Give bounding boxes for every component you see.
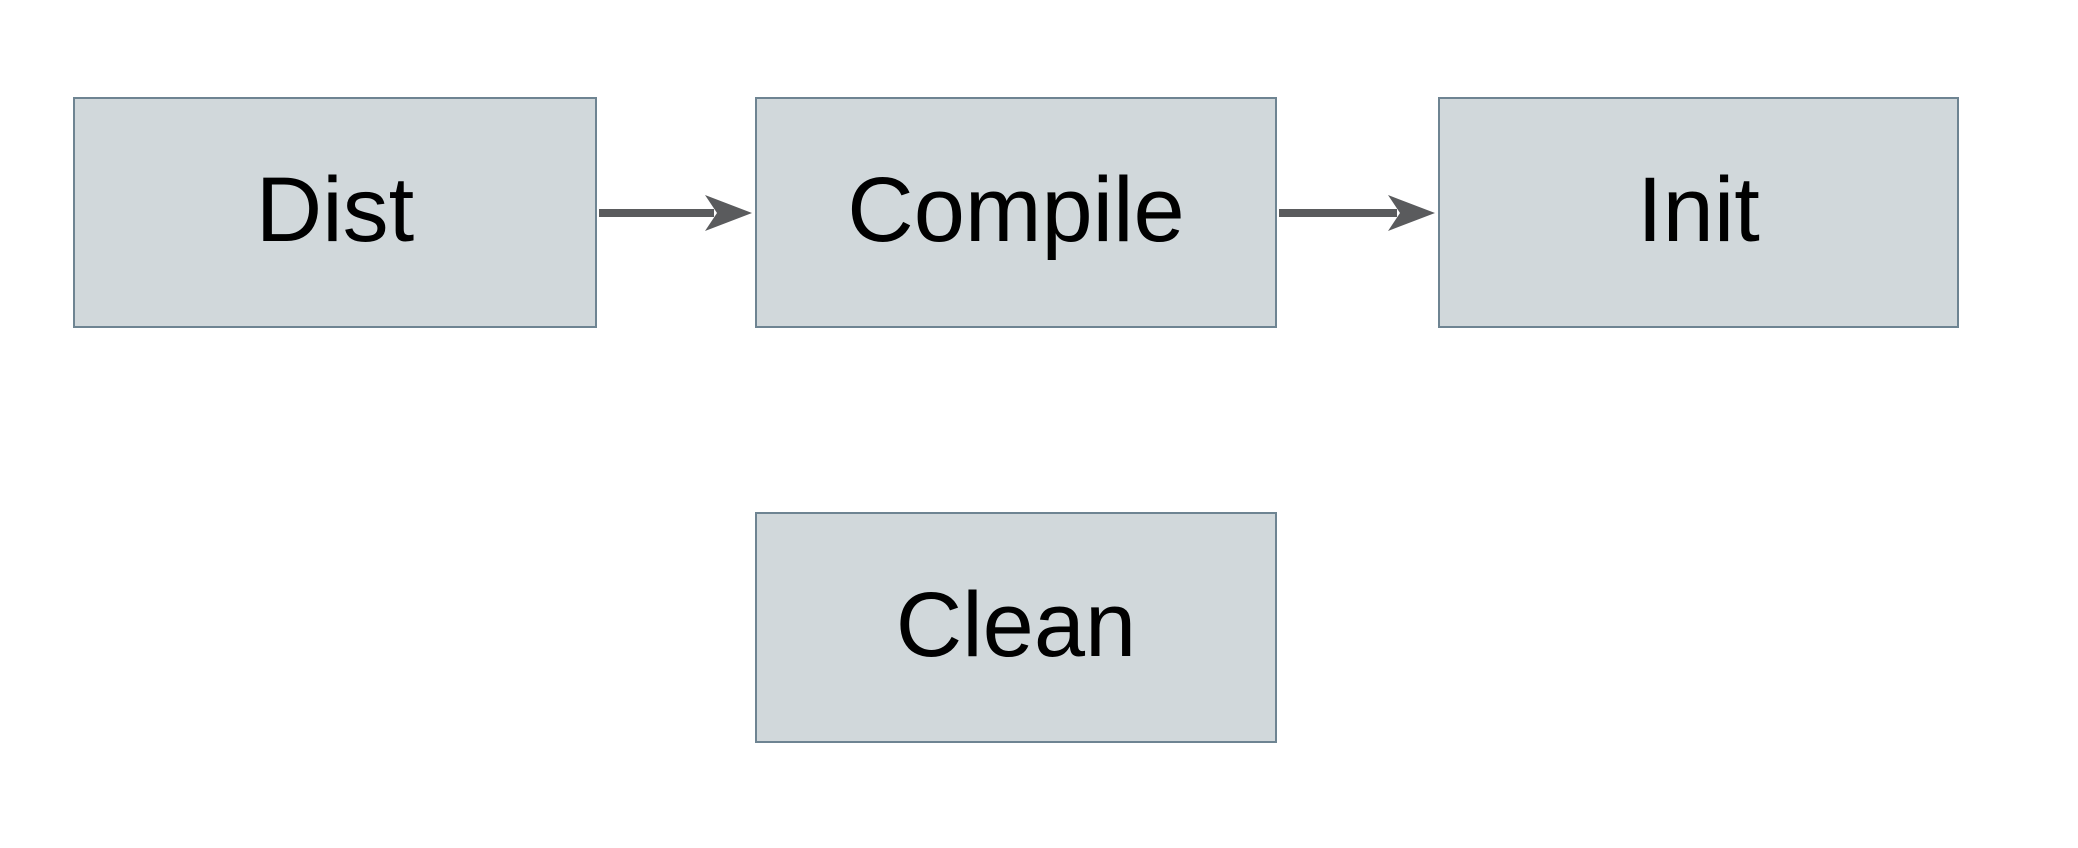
- node-clean: Clean: [755, 512, 1277, 743]
- node-dist-label: Dist: [255, 158, 415, 261]
- node-dist: Dist: [73, 97, 597, 328]
- arrow-compile-to-init: [1279, 195, 1435, 231]
- node-compile-label: Compile: [847, 158, 1185, 261]
- node-init: Init: [1438, 97, 1959, 328]
- arrow-dist-to-compile: [599, 195, 752, 231]
- node-init-label: Init: [1637, 158, 1760, 261]
- node-compile: Compile: [755, 97, 1277, 328]
- node-clean-label: Clean: [895, 573, 1137, 676]
